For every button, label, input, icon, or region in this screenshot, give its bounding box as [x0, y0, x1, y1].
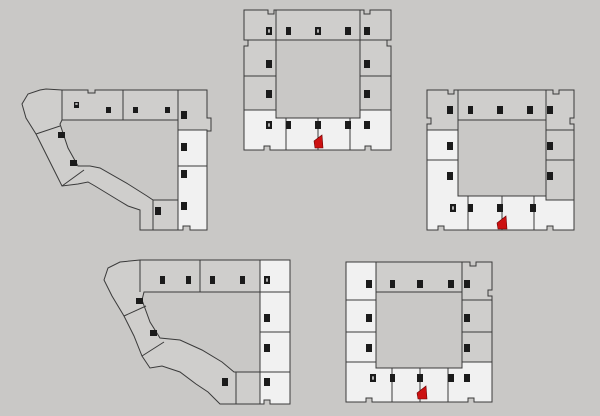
floor-plan-bottom-right	[345, 261, 493, 403]
lit-area	[426, 129, 575, 231]
floor-plan-middle-right	[426, 89, 575, 231]
floor-plan-bottom-left	[103, 259, 291, 405]
floor-plan-top-center	[243, 9, 392, 151]
highlighted-marker	[496, 215, 508, 230]
highlighted-marker	[313, 134, 324, 149]
floor-plan-top-left	[21, 88, 212, 231]
highlighted-marker	[416, 385, 428, 400]
